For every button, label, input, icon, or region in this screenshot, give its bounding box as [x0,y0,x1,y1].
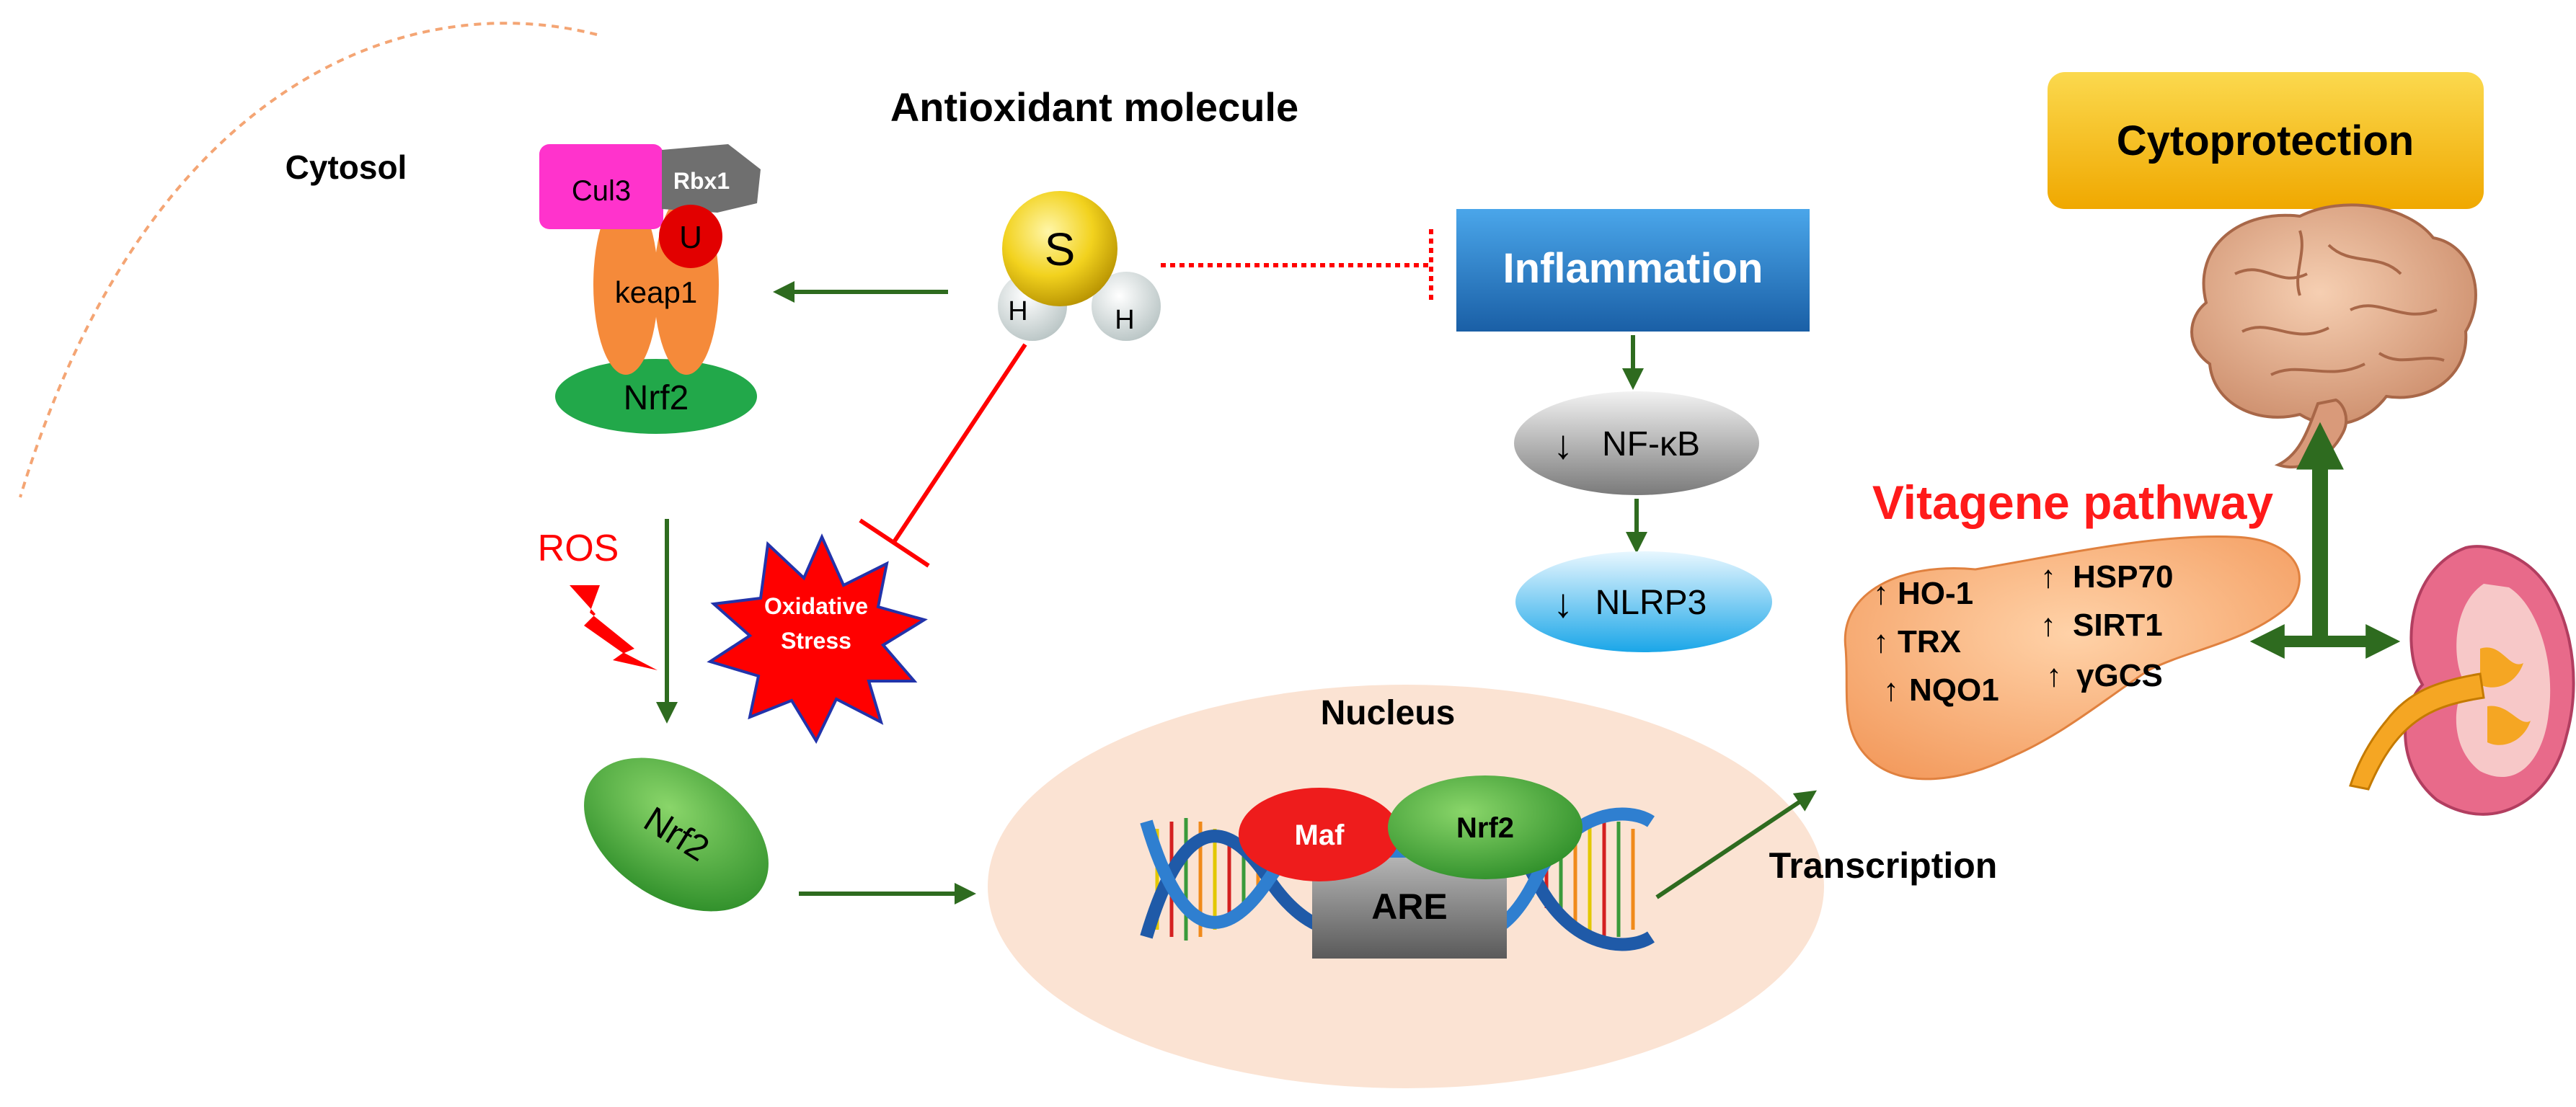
inflammation-box [1456,209,1810,332]
cytoprotection-label: Cytoprotection [2117,117,2414,164]
cytoprotection-box [2048,72,2484,209]
nrf2-free-ellipse [584,757,769,912]
oxidative-stress-starburst [707,533,928,744]
vitagene-name: HSP70 [2073,559,2173,595]
rbx1-label: Rbx1 [673,168,730,194]
h2s-molecule: S H H [998,191,1161,341]
vitagene-arrow: ↑ [1873,576,1889,611]
maf-ellipse [1239,788,1400,881]
vitagene-name: HO-1 [1898,576,1973,611]
oxidative-stress-label-line1: Oxidative [764,593,868,619]
rbx1-shape [662,144,761,213]
nlrp3-label: NLRP3 [1595,584,1707,622]
nlrp3-down-arrow: ↓ [1553,580,1573,626]
nfkb-ellipse [1514,391,1759,495]
nrf2-complex-label: Nrf2 [624,379,689,417]
vitagene-item: ↑ SIRT1 [2040,608,2163,643]
keap1-lobe-left [593,195,658,375]
nrf2-nucleus-ellipse [1388,775,1583,879]
maf-label: Maf [1295,819,1345,851]
cul3-box [539,144,663,229]
brain-icon [2190,203,2477,468]
nfkb-down-arrow: ↓ [1553,422,1573,467]
arrow-transcription [1655,790,1817,899]
oxidative-stress-label-line2: Stress [781,628,851,654]
ros-lightning-icon [570,585,658,670]
vitagene-name: SIRT1 [2073,608,2163,643]
nfkb-label: NF-κB [1602,425,1700,463]
pancreas-organ [1844,535,2301,781]
cul3-label: Cul3 [572,175,631,207]
vitagene-item: ↑ HSP70 [2040,559,2173,595]
hydrogen-left-label: H [1008,296,1027,326]
vitagene-name: γGCS [2076,658,2163,693]
nrf2-complex-ellipse [555,359,757,434]
ubiquitin-circle [659,205,722,268]
cytosol-label: Cytosol [286,148,407,186]
keap1-label: keap1 [615,275,697,309]
nrf2-nucleus-label: Nrf2 [1456,812,1514,844]
inhibition-bar-oxidative-stress [859,518,930,568]
cytosol-membrane-arc [19,22,598,498]
keap1-complex: Cul3 Rbx1 U keap1 Nrf2 [539,144,761,434]
nucleus-label: Nucleus [1321,694,1456,732]
vitagene-arrow: ↑ [1873,624,1889,659]
vitagene-item: ↑ TRX [1873,624,1961,659]
transcription-label: Transcription [1769,845,1998,886]
vitagene-name: NQO1 [1909,672,1999,708]
sulfur-atom [1002,191,1117,306]
ros-label: ROS [538,528,619,569]
vitagene-list: ↑ HO-1 ↑ TRX ↑ NQO1 ↑ HSP70 ↑ SIRT1 ↑ γG… [1873,559,2173,708]
vitagene-arrow: ↑ [1883,672,1899,708]
kidney-icon [2349,545,2575,816]
sulfur-label: S [1045,223,1076,275]
antioxidant-molecule-label: Antioxidant molecule [890,84,1298,130]
vitagene-arrow: ↑ [2046,658,2062,693]
ubiquitin-label: U [679,220,702,255]
vitagene-item: ↑ γGCS [2046,658,2163,693]
vitagene-item: ↑ HO-1 [1873,576,1973,611]
vitagene-arrow: ↑ [2040,559,2056,595]
vitagene-item: ↑ NQO1 [1883,672,1999,708]
inhibition-to-oxidative-stress [892,343,1027,543]
vitagene-arrow: ↑ [2040,608,2056,643]
hydrogen-right-label: H [1115,305,1134,335]
are-label: ARE [1371,886,1448,927]
hydrogen-right-atom [1092,272,1161,341]
nlrp3-ellipse [1515,551,1772,652]
vitagene-name: TRX [1898,624,1961,659]
vitagene-pathway-title: Vitagene pathway [1872,476,2274,529]
inflammation-label: Inflammation [1503,245,1763,292]
